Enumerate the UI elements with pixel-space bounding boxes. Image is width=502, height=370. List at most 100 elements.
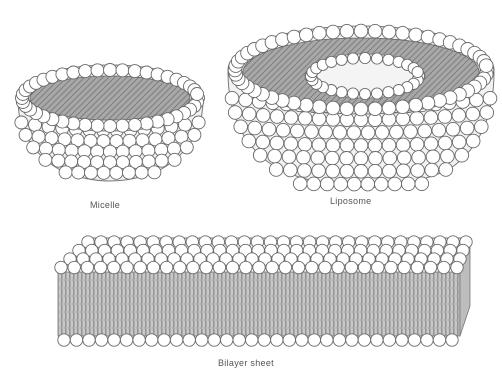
bilayer-bottom-head [321, 334, 333, 346]
liposome-outer-head [340, 24, 354, 38]
bilayer-bottom-head [396, 334, 408, 346]
bilayer-bottom-head [145, 334, 157, 346]
bilayer-top-head [240, 261, 252, 273]
liposome-head [415, 177, 429, 191]
bilayer-top-head [266, 261, 278, 273]
micelle-head [192, 116, 205, 129]
liposome-head [439, 163, 453, 177]
liposome-head [369, 152, 383, 166]
liposome-head [347, 177, 361, 191]
bilayer-bottom-head [421, 334, 433, 346]
micelle-head [67, 66, 80, 79]
liposome-head [293, 177, 307, 191]
liposome-head [480, 106, 494, 120]
bilayer-top-head [345, 261, 357, 273]
liposome-head [256, 109, 270, 123]
liposome-head [397, 151, 411, 165]
liposome-head [483, 91, 497, 105]
bilayer-bottom-head [308, 334, 320, 346]
bilayer-top-head [81, 261, 93, 273]
liposome-head [326, 164, 340, 178]
micelle-head [79, 118, 92, 131]
micelle-head [180, 141, 193, 154]
liposome-head [276, 123, 290, 137]
liposome-head [446, 122, 460, 136]
liposome-inner-head [347, 88, 358, 99]
liposome-outer-head [396, 26, 410, 40]
bilayer-bottom-head [95, 334, 107, 346]
liposome-head [312, 112, 326, 126]
bilayer-top-head [292, 261, 304, 273]
liposome-head [412, 151, 426, 165]
bilayer-top-head [108, 261, 120, 273]
liposome-head [368, 164, 382, 178]
liposome-inner-head [347, 53, 358, 64]
bilayer-bottom-head [58, 334, 70, 346]
liposome-head [305, 125, 319, 139]
liposome-inner-head [336, 54, 347, 65]
liposome-outer-head [340, 102, 354, 116]
micelle-head [110, 166, 123, 179]
bilayer-bottom-head [221, 334, 233, 346]
liposome-inner-head [326, 56, 337, 67]
micelle-head [39, 153, 52, 166]
bilayer-top-head [451, 261, 463, 273]
bilayer-bottom-head [296, 334, 308, 346]
bilayer-bottom-head [246, 334, 258, 346]
liposome-head [312, 138, 326, 152]
liposome-head [334, 177, 348, 191]
liposome-outer-head [300, 28, 314, 42]
bilayer-bottom-head [258, 334, 270, 346]
liposome-outer-head [368, 102, 382, 116]
bilayer-top-head [174, 261, 186, 273]
bilayer-top-head [385, 261, 397, 273]
bilayer-bottom-head [108, 334, 120, 346]
bilayer-bottom-head [283, 334, 295, 346]
liposome-head [298, 164, 312, 178]
micelle-head [168, 153, 181, 166]
bilayer-bottom-head [133, 334, 145, 346]
liposome-head [297, 151, 311, 165]
micelle-head [104, 120, 117, 133]
micelle-head [148, 166, 161, 179]
liposome-head [354, 139, 368, 153]
bilayer-hydrophobic-tails [58, 272, 460, 336]
liposome-head [354, 165, 368, 179]
micelle-head [191, 88, 204, 101]
liposome-head [404, 125, 418, 139]
micelle-head [135, 166, 148, 179]
liposome-head [340, 139, 354, 153]
micelle-head [155, 154, 168, 167]
micelle-head [91, 119, 104, 132]
liposome-head [475, 120, 489, 134]
bilayer-bottom-head [70, 334, 82, 346]
bilayer-bottom-head [358, 334, 370, 346]
liposome-head [225, 91, 239, 105]
bilayer-top-head [160, 261, 172, 273]
liposome-head [242, 107, 256, 121]
liposome-outer-head [396, 100, 410, 114]
liposome-head [411, 164, 425, 178]
micelle-head [140, 117, 153, 130]
liposome-head [368, 139, 382, 153]
bilayer-top-head [94, 261, 106, 273]
liposome-head [307, 177, 321, 191]
liposome-head [402, 177, 416, 191]
micelle-head [116, 64, 129, 77]
bilayer-bottom-head [271, 334, 283, 346]
liposome-head [410, 112, 424, 126]
liposome-head [354, 152, 368, 166]
liposome-outer-head [300, 98, 314, 112]
bilayer-top-head [438, 261, 450, 273]
micelle-diagram [15, 64, 205, 182]
liposome-head [361, 126, 375, 140]
micelle-head [104, 64, 117, 77]
liposome-outer-head [382, 25, 396, 39]
bilayer-top-head [187, 261, 199, 273]
liposome-outer-head [479, 59, 493, 73]
liposome-inner-head [359, 52, 370, 63]
liposome-head [396, 138, 410, 152]
liposome-head [425, 163, 439, 177]
liposome-head [319, 125, 333, 139]
